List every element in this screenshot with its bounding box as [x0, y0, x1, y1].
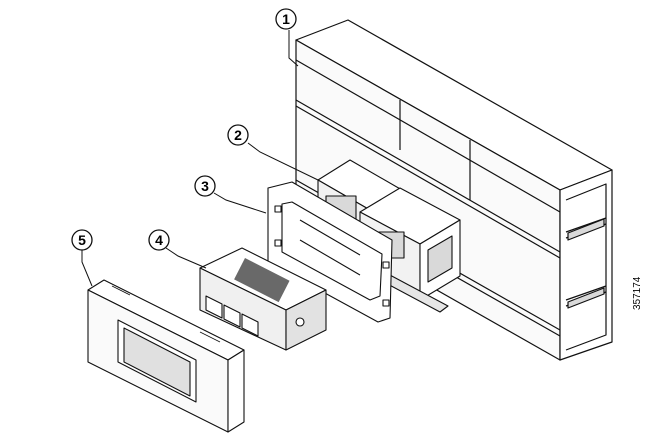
callout-4: 4	[148, 229, 170, 251]
callout-label-2: 2	[234, 127, 242, 143]
callout-2: 2	[227, 124, 249, 146]
figure-id: 357174	[632, 276, 643, 310]
callout-1: 1	[275, 8, 297, 30]
callout-label-5: 5	[78, 232, 86, 248]
callout-5: 5	[71, 229, 93, 251]
callout-label-3: 3	[201, 178, 209, 194]
faceplate-cover-part	[87, 279, 245, 433]
callout-label-4: 4	[155, 232, 163, 248]
switch-unit-part	[199, 247, 327, 351]
leader-lines	[81, 30, 319, 287]
callout-label-1: 1	[282, 11, 290, 27]
mounting-plate-part	[267, 181, 393, 323]
callout-3: 3	[194, 175, 216, 197]
